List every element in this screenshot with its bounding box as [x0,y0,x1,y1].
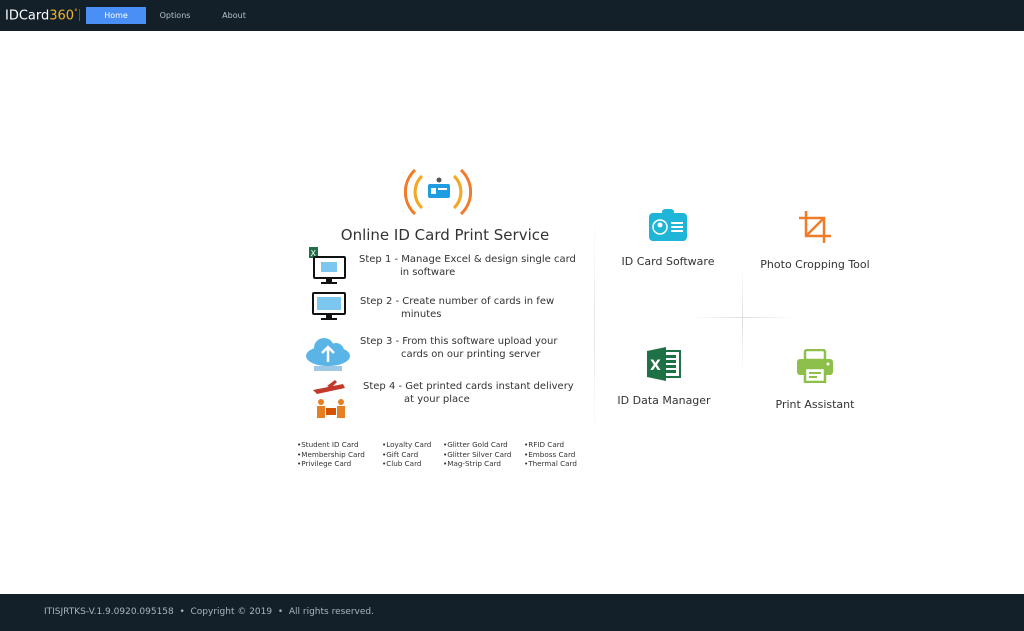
card-type: •Privilege Card [297,459,352,468]
tile-print-assistant[interactable]: Print Assistant [735,349,895,413]
footer: ITISJRTKS-V.1.9.0920.095158 • Copyright … [0,594,1024,631]
service-title: Online ID Card Print Service [340,226,550,244]
step-1: Step 1 - Manage Excel & design single ca… [359,253,576,279]
tile-label: ID Card Software [621,255,715,268]
svg-text:X: X [311,249,317,258]
tile-label: ID Data Manager [617,394,711,407]
step-text: cards on our printing server [401,349,541,360]
tile-photo-cropping-tool[interactable]: Photo Cropping Tool [735,210,895,274]
footer-text: ITISJRTKS-V.1.9.0920.095158 • Copyright … [44,607,374,617]
excel-monitor-icon: X [309,247,346,284]
excel-icon: X [647,347,681,381]
tiles-divider-horizontal [690,317,794,318]
step-text: Step 2 - Create number of cards in few [360,296,555,307]
nav-about[interactable]: About [222,11,246,20]
card-type: •Emboss Card [524,449,576,459]
step-text: Step 4 - Get printed cards instant deliv… [363,381,574,392]
card-type: •Club Card [382,459,422,468]
tiles-divider-vertical [742,265,743,375]
card-type: •Loyalty Card [382,440,432,449]
step-2: Step 2 - Create number of cards in few mi… [360,295,554,321]
card-type: •Mag-Strip Card [443,459,501,468]
section-divider [594,215,595,440]
card-type: •Glitter Gold Card [443,440,508,449]
card-type: •Gift Card [382,449,419,459]
step-text: in software [400,267,456,278]
nav-options[interactable]: Options [159,11,191,20]
card-types-col-4: •RFID Card•Emboss Card•Thermal Card [524,440,577,469]
app-logo[interactable]: IDCard360° [5,8,78,23]
card-type: •Membership Card [297,449,365,459]
card-types-col-3: •Glitter Gold Card•Glitter Silver Card•M… [443,440,511,469]
card-type: •Thermal Card [524,459,577,468]
step-text: at your place [404,394,470,405]
rfid-card-signal-icon [403,168,473,216]
step-text: Step 3 - From this software upload your [360,336,558,347]
tile-label: Photo Cropping Tool [760,258,870,271]
nav-home[interactable]: Home [86,7,146,24]
tile-label: Print Assistant [775,398,855,411]
svg-text:X: X [650,358,661,374]
card-type: •Glitter Silver Card [443,449,512,459]
cards-monitor-icon [312,292,346,320]
card-type: •Student ID Card [297,440,359,449]
logo-number: 360 [49,8,75,24]
logo-degree: ° [74,8,78,16]
card-types-col-2: •Loyalty Card•Gift Card•Club Card [382,440,431,469]
logo-divider [79,9,80,21]
printer-icon [797,349,833,383]
id-badge-icon [649,209,687,241]
step-3: Step 3 - From this software upload your c… [360,335,558,361]
card-type: •RFID Card [524,440,565,449]
crop-icon [799,211,831,243]
tile-id-data-manager[interactable]: X ID Data Manager [584,347,744,411]
step-text: minutes [401,309,442,320]
card-types-col-1: •Student ID Card•Membership Card•Privile… [297,440,365,469]
logo-text: IDCard [5,8,50,24]
step-4: Step 4 - Get printed cards instant deliv… [363,380,574,406]
step-text: Step 1 - Manage Excel & design single ca… [359,254,576,265]
delivery-icon [313,380,345,418]
cloud-upload-icon [306,338,350,371]
tile-id-card-software[interactable]: ID Card Software [588,208,748,272]
top-nav-bar: IDCard360° Home Options About [0,0,1024,31]
